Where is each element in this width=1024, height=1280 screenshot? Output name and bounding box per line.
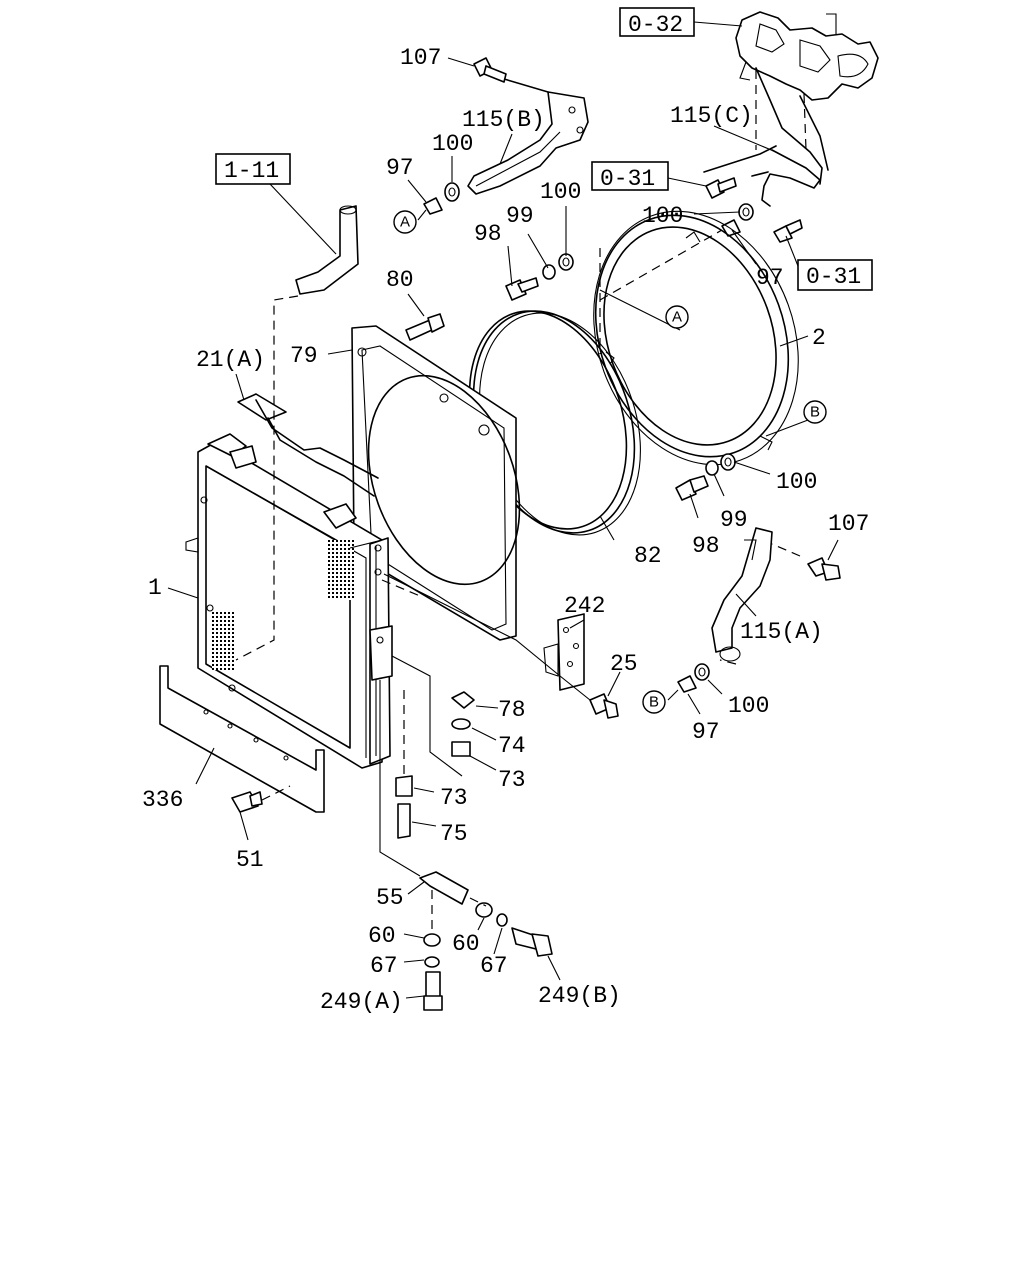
label-242: 242: [564, 593, 605, 619]
label-1: 1: [148, 575, 162, 601]
label-100-mid: 100: [540, 179, 581, 205]
nut-97-washer-100-bottom: [677, 663, 710, 693]
label-100-lower: 100: [776, 469, 817, 495]
label-249a: 249(A): [320, 989, 403, 1015]
label-2: 2: [812, 325, 826, 351]
label-100-bottom: 100: [728, 693, 769, 719]
label-99-lower: 99: [720, 507, 748, 533]
ref-box-1-11[interactable]: 1-11: [215, 153, 291, 185]
label-80: 80: [386, 267, 414, 293]
drain-cock-51: [231, 791, 263, 813]
label-115a: 115(A): [740, 619, 823, 645]
ref-box-0-32-text: 0-32: [628, 12, 683, 38]
label-73-right: 73: [498, 767, 526, 793]
label-55: 55: [376, 885, 404, 911]
bolt-80: [405, 313, 445, 341]
label-115c: 115(C): [670, 103, 753, 129]
ref-box-0-31-left[interactable]: 0-31: [591, 161, 669, 192]
svg-text:A: A: [672, 309, 682, 326]
label-97-top: 97: [386, 155, 414, 181]
drain-parts: [395, 691, 475, 839]
part-labels: 107 115(B) 100 97 115(C) 100 99 98 100 9…: [142, 45, 869, 1015]
upper-hose: [295, 205, 359, 295]
label-107-top: 107: [400, 45, 441, 71]
bracket-115a: [711, 527, 773, 662]
svg-text:B: B: [649, 694, 659, 711]
label-74: 74: [498, 733, 526, 759]
callout-a-ring: A: [665, 305, 689, 329]
ref-box-0-31-left-text: 0-31: [600, 166, 655, 192]
callout-a-left: A: [393, 210, 417, 234]
bracket-115b: [467, 75, 589, 195]
callout-b-bottom: B: [642, 690, 666, 714]
joint-55-fittings: [419, 871, 553, 1011]
label-107-right: 107: [828, 511, 869, 537]
label-97-bottom: 97: [692, 719, 720, 745]
svg-text:A: A: [400, 214, 410, 231]
svg-text:B: B: [810, 404, 820, 421]
bolts-0-31-right: [705, 177, 803, 243]
radiator-side-bracket: [369, 537, 393, 765]
ref-box-0-31-right-text: 0-31: [806, 264, 861, 290]
leader-lines: [167, 21, 839, 999]
callout-b-right: B: [803, 400, 827, 424]
label-51: 51: [236, 847, 264, 873]
label-82: 82: [634, 543, 662, 569]
label-21a: 21(A): [196, 347, 265, 373]
nut-97-washer-100-left: [423, 182, 460, 215]
label-25: 25: [610, 651, 638, 677]
radiator-core-1: [185, 433, 383, 769]
thermostat-housing: [735, 11, 879, 101]
label-99-mid: 99: [506, 203, 534, 229]
label-98-lower: 98: [692, 533, 720, 559]
bolt-98-washers-right: [675, 453, 736, 501]
label-115b: 115(B): [462, 107, 545, 133]
label-97-right: 97: [756, 265, 784, 291]
ref-box-0-32[interactable]: 0-32: [619, 7, 695, 38]
label-75: 75: [440, 821, 468, 847]
label-336: 336: [142, 787, 183, 813]
label-78: 78: [498, 697, 526, 723]
bolt-107-right: [807, 557, 841, 581]
label-100-right: 100: [642, 203, 683, 229]
ref-box-0-31-right[interactable]: 0-31: [797, 259, 873, 291]
label-60-left: 60: [368, 923, 396, 949]
label-67-left: 67: [370, 953, 398, 979]
bracket-115c: [703, 67, 829, 207]
label-67-right: 67: [480, 953, 508, 979]
ref-box-1-11-text: 1-11: [224, 158, 279, 184]
bolt-98-washers-middle: [505, 253, 574, 301]
label-249b: 249(B): [538, 983, 621, 1009]
bolt-107-top: [473, 57, 507, 83]
label-79: 79: [290, 343, 318, 369]
label-100-top: 100: [432, 131, 473, 157]
label-73-left: 73: [440, 785, 468, 811]
bolt-25: [589, 693, 619, 719]
label-60-right: 60: [452, 931, 480, 957]
label-98-mid: 98: [474, 221, 502, 247]
lower-panel-336: [159, 665, 325, 813]
inlet-pipe-21a: [237, 393, 379, 497]
